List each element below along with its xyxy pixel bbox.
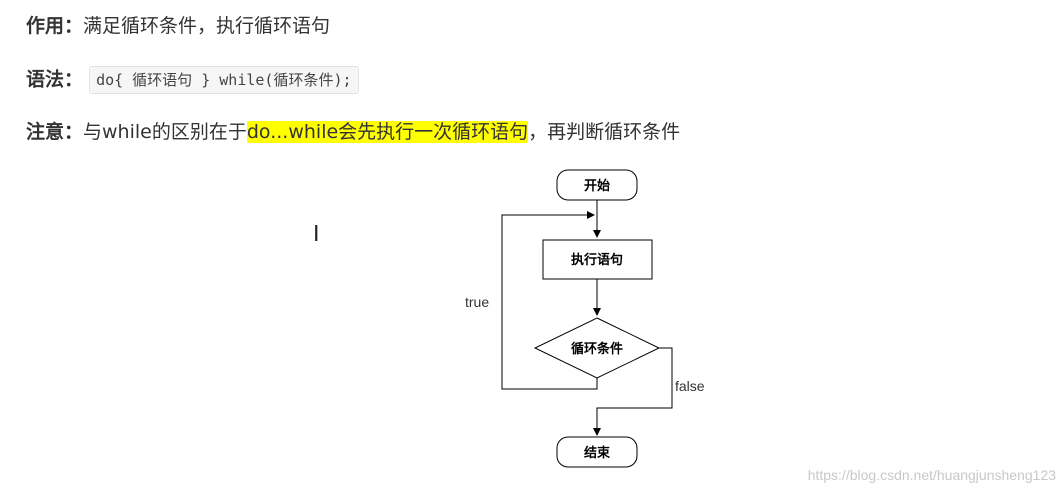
note-highlight: do...while会先执行一次循环语句: [246, 121, 529, 143]
note-line: 注意：与while的区别在于do...while会先执行一次循环语句，再判断循环…: [26, 119, 680, 145]
edge-false-exit: [593, 347, 673, 436]
note-prefix: 与while的区别在于: [83, 121, 247, 143]
syntax-line: 语法： do{ 循环语句 } while(循环条件);: [26, 66, 359, 94]
text-cursor-icon: Ⅰ: [313, 222, 320, 247]
process-node: [542, 239, 653, 280]
watermark: https://blog.csdn.net/huangjunsheng123: [807, 467, 1056, 483]
condition-label: 循环条件: [571, 341, 623, 357]
edge-true-loop: [501, 211, 598, 390]
usage-text: 满足循环条件，执行循环语句: [83, 15, 331, 37]
syntax-code: do{ 循环语句 } while(循环条件);: [89, 66, 359, 94]
end-node: [556, 436, 638, 468]
note-label: 注意：: [26, 121, 84, 143]
usage-line: 作用：满足循环条件，执行循环语句: [26, 13, 330, 39]
process-label: 执行语句: [571, 252, 623, 268]
end-label: 结束: [584, 445, 611, 461]
false-label: false: [675, 378, 705, 394]
note-suffix: ，再判断循环条件: [528, 121, 681, 143]
true-label: true: [465, 294, 489, 310]
usage-label: 作用：: [26, 15, 84, 37]
syntax-label: 语法：: [26, 68, 84, 91]
start-label: 开始: [584, 178, 610, 194]
